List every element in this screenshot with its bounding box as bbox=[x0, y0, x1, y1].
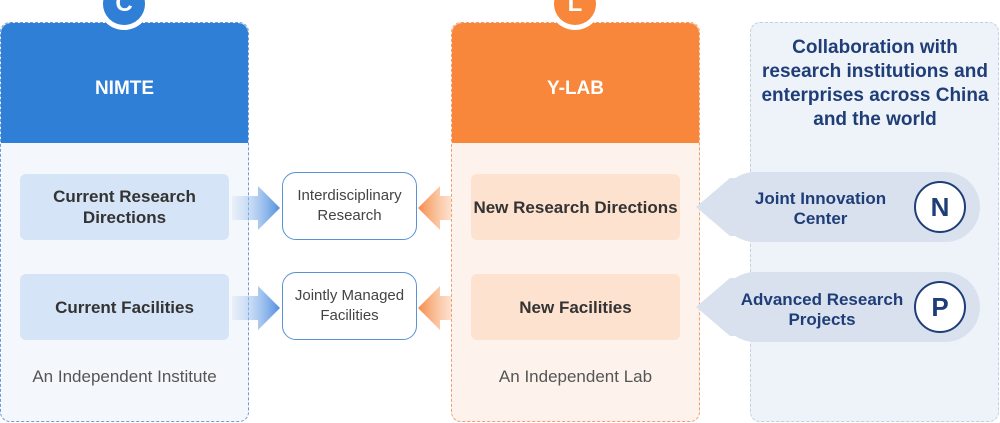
arrow-right-icon bbox=[232, 286, 280, 330]
advanced-research-projects-label: Advanced Research Projects bbox=[740, 290, 904, 329]
nimte-header: NIMTE bbox=[1, 23, 248, 143]
ylab-badge: L bbox=[549, 0, 601, 30]
collaboration-title: Collaboration with research institutions… bbox=[761, 37, 989, 130]
p-letter-icon: P bbox=[914, 281, 966, 333]
ylab-caption: An Independent Lab bbox=[498, 367, 653, 386]
n-letter-icon: N bbox=[914, 181, 966, 233]
new-facilities-box: New Facilities bbox=[471, 274, 680, 340]
current-research-directions-box: Current Research Directions bbox=[20, 174, 229, 240]
ylab-badge-letter: L bbox=[554, 0, 596, 25]
joint-innovation-center-label: Joint Innovation Center bbox=[754, 189, 887, 228]
nimte-badge-letter: C bbox=[103, 0, 145, 25]
ylab-header: Y-LAB bbox=[452, 23, 699, 143]
interdisciplinary-research-box: Interdisciplinary Research bbox=[282, 172, 417, 240]
nimte-caption: An Independent Institute bbox=[32, 367, 217, 386]
nimte-title: NIMTE bbox=[94, 78, 155, 99]
ylab-title: Y-LAB bbox=[547, 78, 604, 99]
jointly-managed-facilities-box: Jointly Managed Facilities bbox=[282, 272, 417, 340]
arrow-right-icon bbox=[232, 186, 280, 230]
new-research-directions-box: New Research Directions bbox=[471, 174, 680, 240]
current-facilities-box: Current Facilities bbox=[20, 274, 229, 340]
